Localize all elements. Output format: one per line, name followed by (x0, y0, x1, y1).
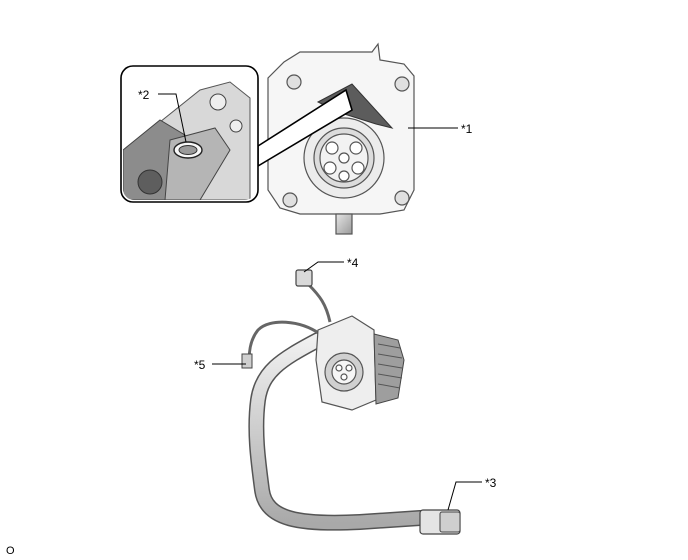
connector-4 (295, 269, 313, 287)
callout-1: *1 (461, 122, 473, 136)
charging-inlet-plate (267, 42, 415, 235)
callout-3: *3 (485, 476, 497, 490)
charging-inlet-harness (241, 269, 461, 535)
callout-4: *4 (347, 256, 359, 270)
connector-3 (419, 509, 461, 535)
corner-code: O (6, 545, 15, 557)
callout-5: *5 (194, 358, 206, 372)
detail-inset (120, 65, 259, 203)
callout-2: *2 (138, 88, 150, 102)
leader-lines (158, 93, 482, 511)
clamp-5 (241, 353, 253, 369)
